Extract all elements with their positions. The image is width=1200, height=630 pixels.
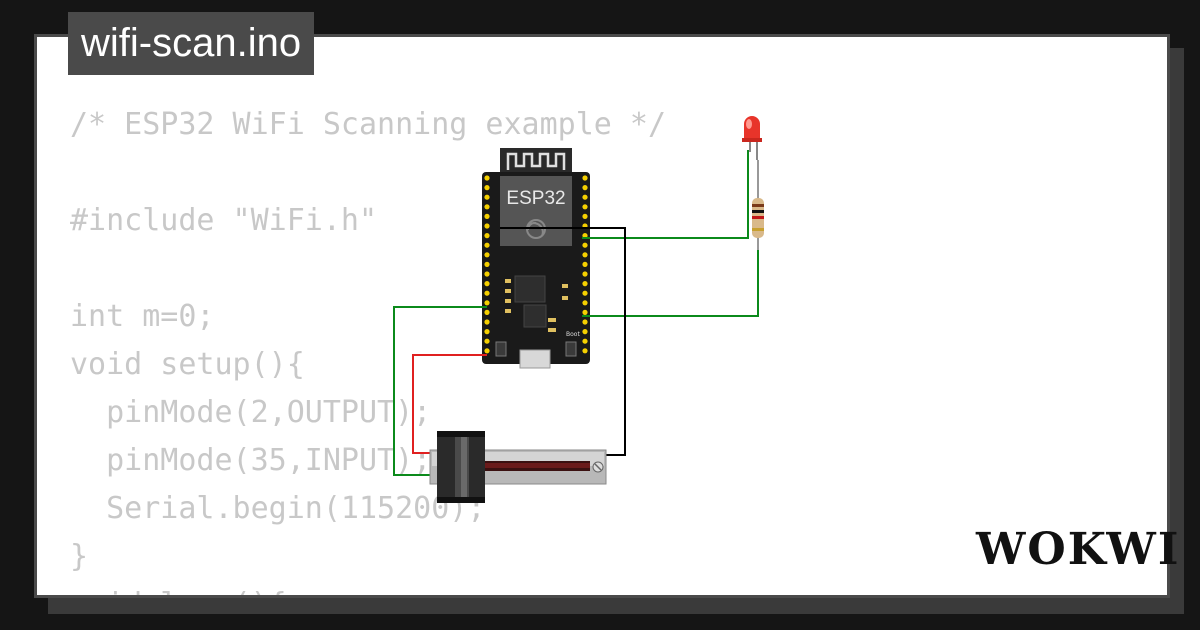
wire-pot-vcc — [412, 354, 487, 454]
code-editor: /* ESP32 WiFi Scanning example */ #includ… — [70, 101, 667, 595]
code-line: pinMode(35,INPUT); — [70, 443, 432, 478]
board-pin[interactable] — [582, 290, 588, 296]
board-pin[interactable] — [582, 309, 588, 315]
file-title: wifi-scan.ino — [68, 12, 315, 75]
wifi-antenna-icon — [506, 152, 566, 170]
code-line: pinMode(2,OUTPUT); — [70, 395, 432, 430]
esp32-board[interactable]: ESP32 Boot — [482, 148, 590, 369]
board-pin[interactable] — [484, 348, 490, 354]
board-pin[interactable] — [484, 252, 490, 258]
code-line: void setup(){ — [70, 347, 305, 382]
wire-resistor — [582, 246, 759, 317]
board-pin[interactable] — [484, 290, 490, 296]
board-pin[interactable] — [582, 242, 588, 248]
board-pin[interactable] — [582, 175, 588, 181]
board-pin[interactable] — [484, 223, 490, 229]
board-pin[interactable] — [582, 300, 588, 306]
code-line: } — [70, 539, 89, 574]
led-icon[interactable] — [742, 116, 762, 160]
wires — [393, 150, 759, 476]
board-pin[interactable] — [582, 252, 588, 258]
wire-pot-signal — [393, 306, 487, 476]
board-pin[interactable] — [484, 281, 490, 287]
board-pin[interactable] — [484, 271, 490, 277]
board-pin[interactable] — [484, 242, 490, 248]
wokwi-logo: WOKWI — [976, 524, 1181, 575]
board-pin[interactable] — [484, 175, 490, 181]
code-line: void loop(){ — [70, 581, 666, 595]
board-pin[interactable] — [484, 261, 490, 267]
board-pin[interactable] — [582, 233, 588, 239]
code-line: /* ESP32 WiFi Scanning example */ — [70, 107, 667, 142]
board-pin[interactable] — [582, 319, 588, 325]
boot-label: Boot — [566, 331, 580, 338]
board-pin[interactable] — [582, 338, 588, 344]
board-pin[interactable] — [484, 213, 490, 219]
code-line: #include "WiFi.h" — [70, 203, 378, 238]
board-pin[interactable] — [582, 213, 588, 219]
board-pin[interactable] — [582, 261, 588, 267]
code-line: Serial.begin(115200); — [70, 491, 486, 526]
board-pin[interactable] — [582, 204, 588, 210]
board-pin[interactable] — [484, 194, 490, 200]
code-line: int m=0; — [70, 299, 215, 334]
board-pin[interactable] — [582, 348, 588, 354]
board-pin[interactable] — [484, 300, 490, 306]
board-pin[interactable] — [582, 271, 588, 277]
board-pin[interactable] — [484, 185, 490, 191]
board-pin[interactable] — [582, 194, 588, 200]
board-pin[interactable] — [484, 338, 490, 344]
board-label: ESP32 — [506, 188, 565, 209]
slide-potentiometer-icon[interactable] — [429, 431, 607, 503]
board-pin[interactable] — [484, 319, 490, 325]
resistor-icon[interactable] — [752, 160, 764, 250]
board-pin[interactable] — [582, 281, 588, 287]
board-pin[interactable] — [582, 329, 588, 335]
usb-port-icon — [519, 349, 551, 369]
board-pin[interactable] — [484, 309, 490, 315]
board-pin[interactable] — [484, 233, 490, 239]
wire-pot-gnd — [500, 227, 626, 456]
wire-led-anode — [582, 150, 749, 239]
board-pin[interactable] — [582, 185, 588, 191]
board-pin[interactable] — [484, 204, 490, 210]
board-pin[interactable] — [484, 329, 490, 335]
